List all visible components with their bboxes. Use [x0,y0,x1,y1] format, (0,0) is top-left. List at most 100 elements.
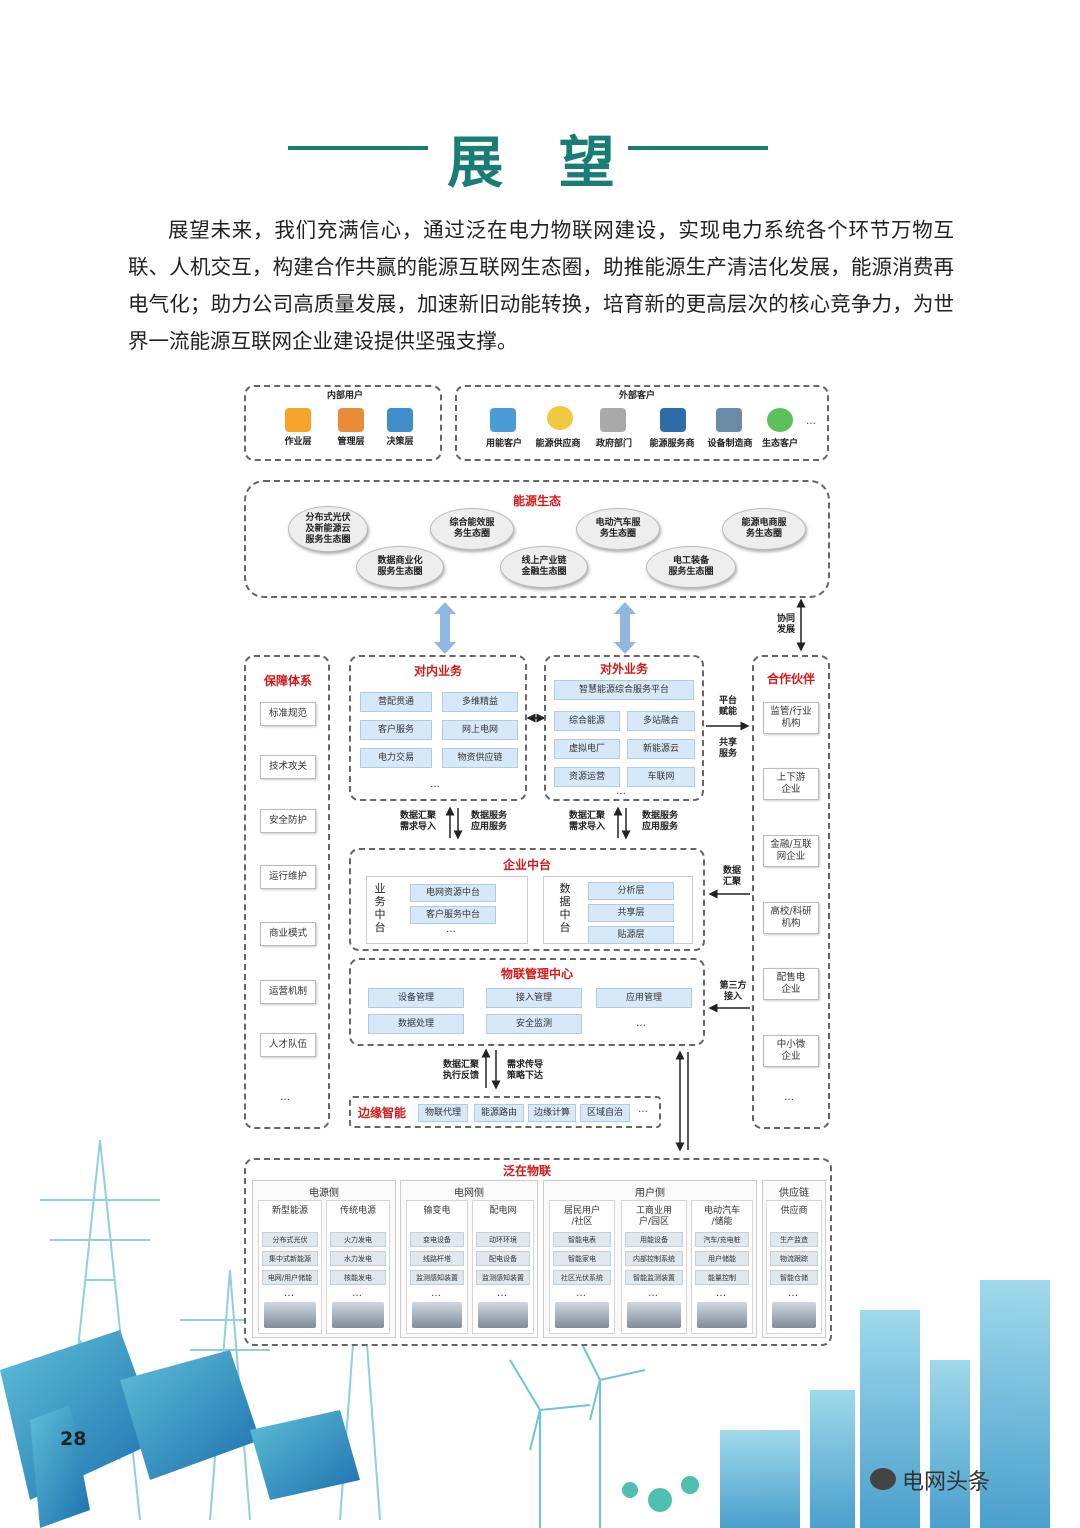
edge-item: 能源路由 [474,1104,524,1122]
flow-right-up-label: 数据汇聚 需求导入 [568,811,605,832]
internal-biz-item: 物资供应链 [442,748,518,768]
ubiquitous-more: … [497,1288,507,1299]
energy-ecology-title: 能源生态 [512,494,561,508]
ubiquitous-item: 集中式新能源 [262,1251,318,1266]
title-line-left [288,146,428,150]
user-layer-operation: 作业层 [284,437,312,447]
external-customers-title: 外部客户 [618,391,655,401]
ubiquitous-item: 变电设备 [410,1232,464,1247]
iot-item: 数据处理 [368,1014,464,1034]
ubiquitous-item: 汽车/充电桩 [695,1232,749,1247]
guarantee-item: 运行维护 [260,865,316,889]
partner-item: 中小微 企业 [763,1035,819,1067]
internal-business-box [349,655,527,801]
partners-more: … [784,1092,794,1103]
ubiquitous-more: … [576,1288,586,1299]
guarantee-item: 标准规范 [260,702,316,726]
city-buildings-icon [720,1280,1050,1528]
ubiquitous-more: … [284,1288,294,1299]
partner-item: 高校/科研 机构 [763,902,819,934]
eco-circle-equipment: 电工装备 服务生态圈 [646,546,736,588]
external-biz-item: 综合能源 [554,711,620,731]
equipment-icon [264,1302,316,1328]
external-biz-more: … [616,786,626,797]
biz-platform-item: 电网资源中台 [410,884,496,902]
ubiquitous-item: 智能家电 [553,1251,611,1266]
ubiquitous-item: 动环环境 [476,1232,530,1247]
energy-ecology-box [244,480,830,598]
ubiquitous-more: … [352,1288,362,1299]
customer-energy-user: 用能客户 [485,439,522,449]
edge-item: 边缘计算 [528,1104,576,1122]
eco-circle-efficiency: 综合能效服 务生态圈 [430,508,514,550]
eco-plug-icon [767,408,793,432]
enterprise-platform-title: 企业中台 [502,858,551,872]
ubiquitous-item: 火力发电 [330,1232,386,1247]
ubiquitous-item: 线路杆塔 [410,1251,464,1266]
enterprise-platform-box [349,848,705,951]
partner-item: 配售电 企业 [763,968,819,1000]
plant-icon [622,1476,699,1512]
equipment-icon [555,1302,609,1328]
smart-energy-platform: 智慧能源综合服务平台 [554,680,694,700]
ubiquitous-item: 生产监造 [770,1232,818,1247]
customer-government: 政府部门 [595,439,632,449]
ubiquitous-item: 能量控制 [695,1270,749,1285]
partner-item: 监管/行业 机构 [763,702,819,734]
customer-manufacturer: 设备制造商 [707,439,753,449]
biz-platform-item: 客户服务中台 [410,906,496,924]
equipment-icon [627,1302,681,1328]
ubiquitous-group-title: 供应链 [779,1188,809,1199]
biz-platform-more: … [446,924,456,935]
equipment-icon [772,1302,816,1328]
page-title: 展 望 [0,112,1080,196]
equipment-icon [478,1302,528,1328]
eco-circle-finance: 线上产业链 金融生态圈 [500,546,588,588]
service-provider-icon [660,408,686,432]
internal-biz-item: 网上电网 [442,720,518,740]
shared-service-label: 共享 服务 [718,738,737,759]
title-text: 展 望 [447,130,633,196]
ubiquitous-item: 物流跟踪 [770,1251,818,1266]
internal-biz-item: 多维精益 [442,692,518,712]
external-business-title: 对外业务 [599,662,648,676]
equipment-icon [697,1302,747,1328]
ubiquitous-item: 监测感知装置 [410,1270,464,1285]
edge-item: 物联代理 [418,1104,468,1122]
internal-biz-item: 电力交易 [360,748,432,768]
big-arrow-right [614,602,636,654]
internal-users-box [244,385,442,461]
iot-item: 设备管理 [368,988,464,1008]
data-gather-label: 数据 汇聚 [722,866,741,887]
eco-circle-ecommerce: 能源电商服 务生态圈 [722,508,806,550]
ubiquitous-more: … [431,1288,441,1299]
ubiquitous-group-title: 用户侧 [635,1188,665,1199]
wechat-icon [870,1468,896,1490]
wind-turbine-icon [509,1329,646,1528]
edge-intelligence-box [349,1096,661,1128]
guarantee-item: 商业模式 [260,922,316,946]
customer-energy-supplier: 能源供应商 [535,439,581,449]
data-platform-layer: 贴源层 [588,926,674,944]
coop-development-label: 协同 发展 [776,614,795,635]
internal-biz-more: … [430,779,440,790]
ubiquitous-item: 分布式光伏 [262,1232,318,1247]
iot-management-box [349,958,705,1046]
ubiquitous-item: 智能仓储 [770,1270,818,1285]
external-biz-item: 新能源云 [627,739,695,759]
external-biz-item: 多站融合 [627,711,695,731]
watermark: 电网头条 [902,1470,991,1495]
eco-circle-data: 数据商业化 服务生态圈 [356,546,444,588]
eco-circle-pv: 分布式光伏 及新能源云 服务生态圈 [288,506,368,552]
ubiquitous-item: 智能监测装置 [625,1270,683,1285]
ubiquitous-item: 内部控制系统 [625,1251,683,1266]
customer-service-provider: 能源服务商 [649,439,695,449]
iot-more: … [636,1018,646,1029]
external-biz-item: 车联网 [627,767,695,787]
solar-panel-icon [0,1330,360,1528]
ubiquitous-group-title: 电源侧 [309,1188,339,1199]
iot-management-title: 物联管理中心 [500,967,573,981]
partner-item: 金融/互联 网企业 [763,835,819,867]
user-layer-management: 管理层 [337,437,365,447]
manager-icon [338,408,364,432]
